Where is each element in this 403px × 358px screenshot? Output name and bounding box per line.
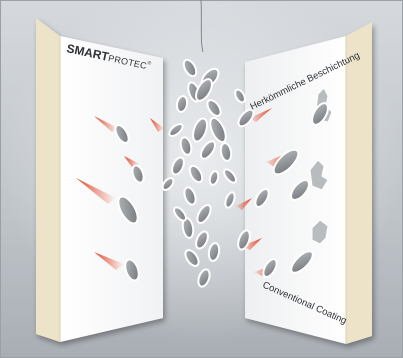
particle-icon bbox=[173, 206, 187, 222]
particle-icon bbox=[237, 108, 255, 128]
particle-icon bbox=[290, 179, 310, 201]
particle-icon bbox=[161, 177, 175, 191]
particle-icon bbox=[184, 249, 200, 267]
particle-icon bbox=[262, 257, 278, 279]
particle-icon bbox=[208, 170, 220, 186]
particle-icon bbox=[209, 116, 227, 144]
damage-crater-icon bbox=[311, 219, 329, 245]
left-panel-face bbox=[60, 36, 163, 342]
particle-icon bbox=[196, 203, 212, 225]
particle-icon bbox=[207, 242, 221, 262]
particle-icon bbox=[179, 136, 193, 156]
particle-icon bbox=[223, 168, 237, 184]
particle-icon bbox=[192, 117, 208, 143]
particle-icon bbox=[124, 258, 140, 282]
damage-crater-icon bbox=[309, 159, 329, 191]
particle-icon bbox=[183, 186, 197, 206]
particle-icon bbox=[114, 123, 130, 145]
particle-icon bbox=[237, 229, 251, 251]
particle-icon bbox=[175, 95, 189, 113]
particle-icon bbox=[311, 102, 329, 126]
particle-icon bbox=[224, 191, 236, 209]
brand-mark: ® bbox=[147, 59, 152, 67]
particle-icon bbox=[290, 250, 314, 274]
particle-icon bbox=[254, 187, 270, 209]
particle-icon bbox=[234, 88, 246, 104]
impact-streak-icon bbox=[236, 198, 252, 210]
hanging-wire bbox=[200, 0, 204, 53]
particle-icon bbox=[219, 142, 233, 162]
particle-icon bbox=[272, 148, 300, 176]
particle-icon bbox=[197, 268, 211, 288]
particle-icon bbox=[117, 195, 139, 225]
impact-streak-icon bbox=[94, 252, 124, 270]
particle-icon bbox=[195, 230, 209, 250]
particle-icon bbox=[199, 140, 217, 160]
particle-icon bbox=[168, 123, 184, 137]
impact-streak-icon bbox=[94, 116, 118, 132]
particles bbox=[114, 58, 329, 288]
particle-icon bbox=[182, 58, 198, 78]
particle-icon bbox=[171, 156, 185, 176]
impact-streak-icon bbox=[76, 178, 116, 204]
particle-icon bbox=[195, 78, 213, 102]
particle-icon bbox=[188, 164, 204, 184]
impact-streak-icon bbox=[150, 118, 164, 132]
impact-streak-icon bbox=[250, 108, 272, 122]
right-panel-coating-edge bbox=[346, 22, 372, 344]
particle-icon bbox=[131, 164, 145, 184]
left-panel-coating-edge bbox=[36, 18, 60, 342]
particle-icon bbox=[206, 99, 222, 117]
